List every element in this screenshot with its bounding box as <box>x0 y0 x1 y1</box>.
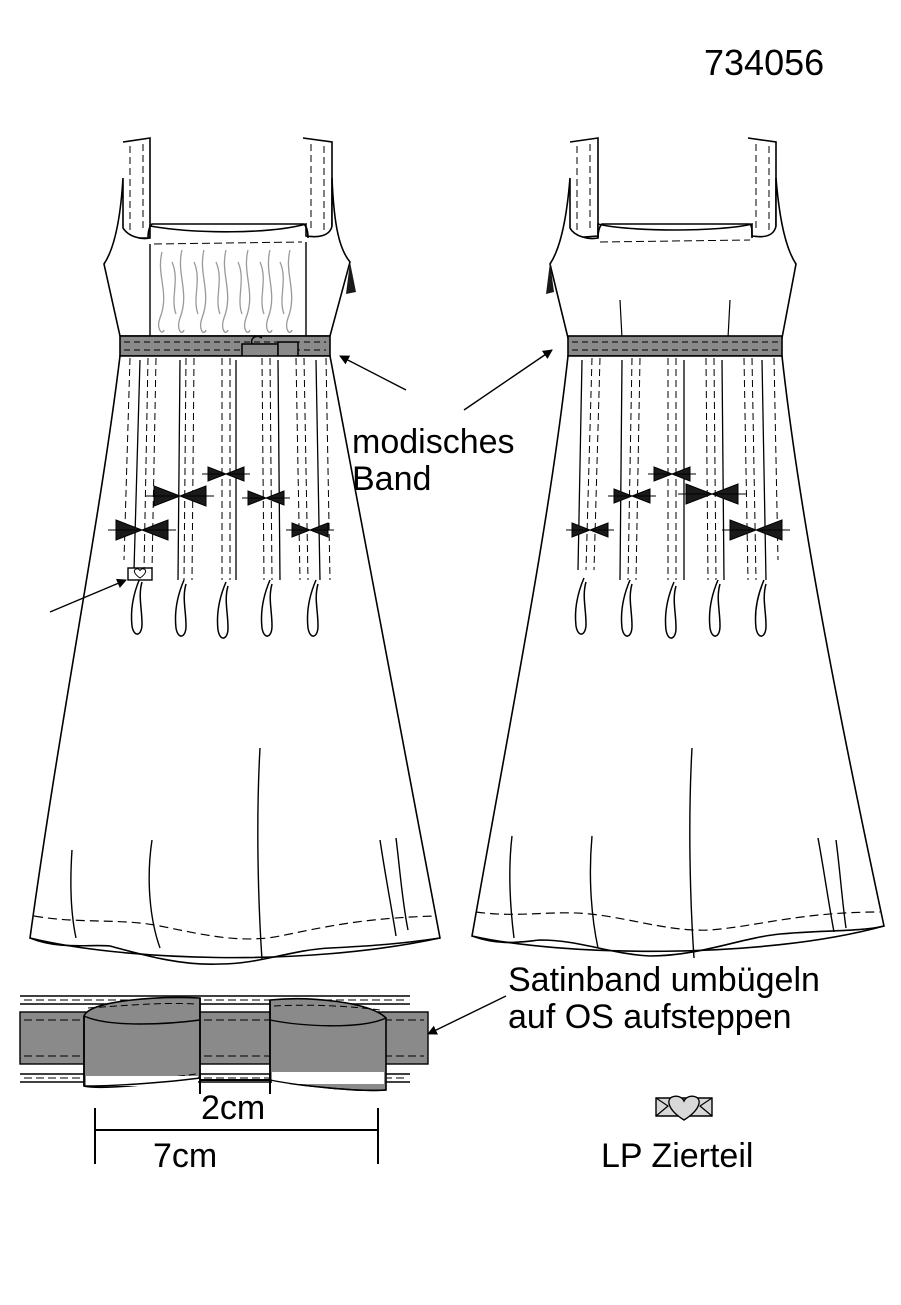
lp-zierteil-heart-icon <box>655 1095 713 1121</box>
front-left-strap <box>122 137 151 239</box>
ornament-label: LP Zierteil <box>601 1137 754 1175</box>
back-waistband <box>567 335 783 357</box>
front-shirring <box>158 249 293 333</box>
style-number: 734056 <box>704 42 825 83</box>
band-callout-line2: Band <box>352 459 432 498</box>
back-left-strap <box>569 137 599 239</box>
satin-callout-line1: Satinband umbügeln <box>508 961 820 999</box>
band-callout-line1: modisches <box>352 423 515 461</box>
front-bodice <box>103 177 351 337</box>
back-pintucks <box>577 357 779 581</box>
dimension-lines <box>94 1074 379 1164</box>
arrow-band-front-icon <box>339 355 407 391</box>
satin-callout-label: Satinband umbügeln auf OS aufsteppen <box>508 962 820 1035</box>
arrow-satin-icon <box>427 995 507 1035</box>
dimension-outer-label: 7cm <box>153 1137 218 1175</box>
arrow-ornament-icon <box>49 578 127 613</box>
front-view-dress <box>29 137 441 966</box>
band-callout-label: modisches Band <box>352 424 515 497</box>
dimension-inner-label: 2cm <box>201 1089 266 1127</box>
front-pintucks <box>123 357 331 581</box>
back-view-dress <box>471 137 885 959</box>
back-right-strap <box>747 137 777 239</box>
front-right-strap <box>302 137 333 239</box>
callout-arrows <box>49 349 553 1035</box>
front-skirt <box>29 355 441 959</box>
band-detail-drawing <box>19 995 429 1092</box>
arrow-band-back-icon <box>463 349 553 411</box>
front-heart-ornament-icon <box>127 567 153 581</box>
back-skirt <box>471 355 885 953</box>
band-loop-left <box>83 996 201 1089</box>
satin-callout-line2: auf OS aufsteppen <box>508 997 792 1036</box>
